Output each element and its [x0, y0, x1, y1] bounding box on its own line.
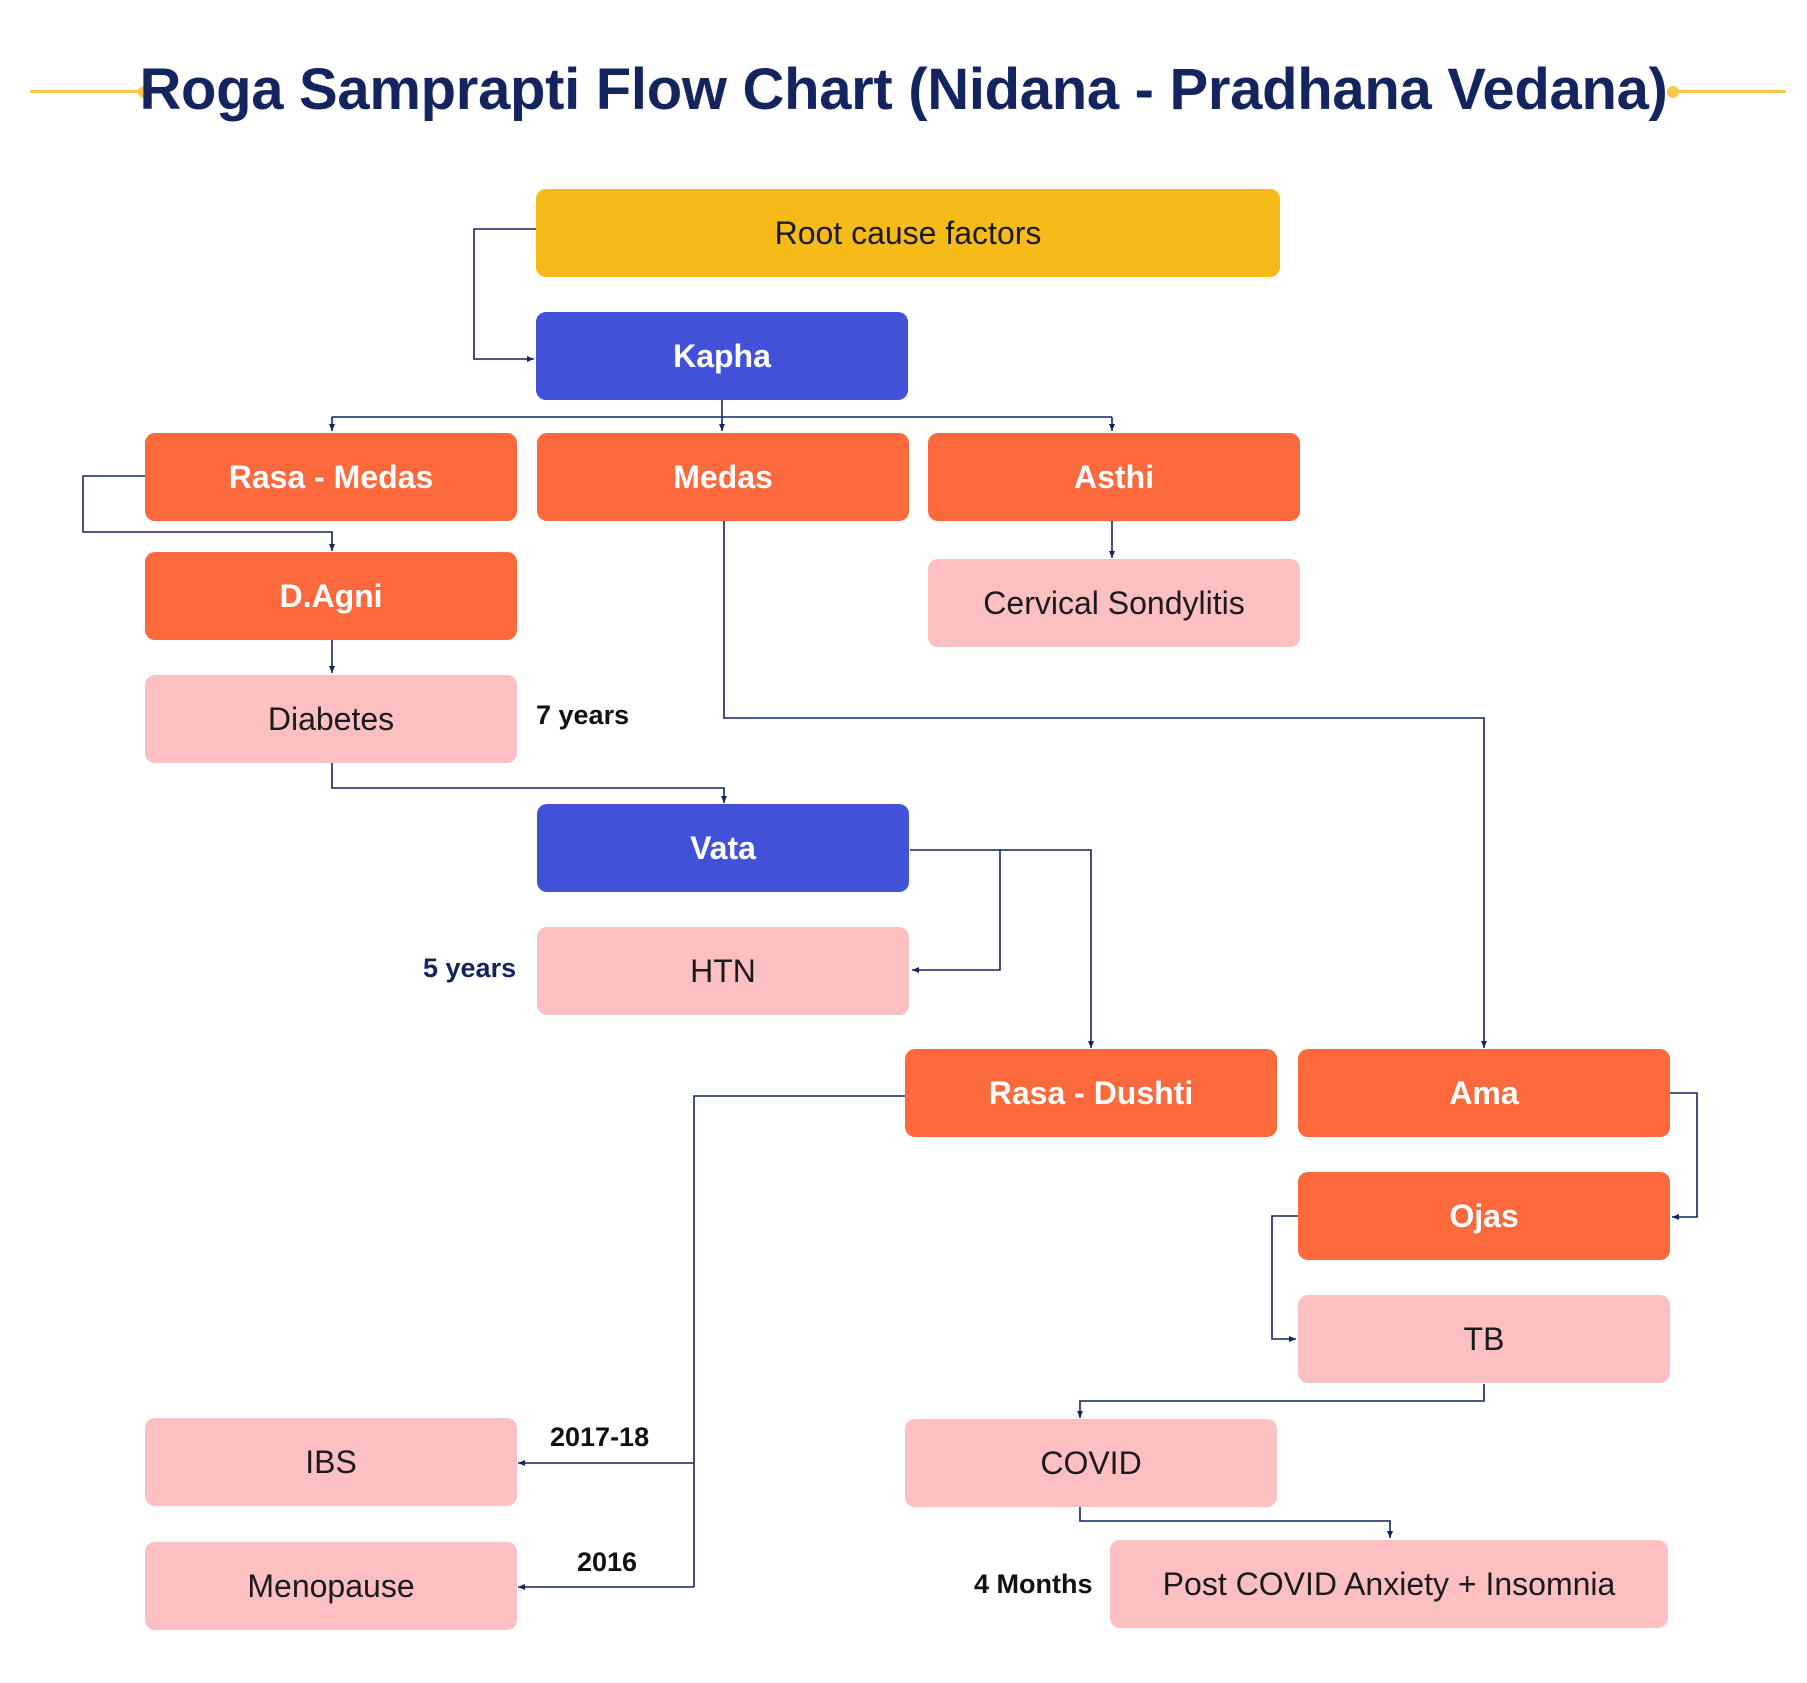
node-htn: HTN	[537, 927, 909, 1015]
node-asthi: Asthi	[928, 433, 1300, 521]
node-ojas: Ojas	[1298, 1172, 1670, 1260]
node-diabetes: Diabetes	[145, 675, 517, 763]
connector-diabetes-vata	[331, 763, 727, 803]
title-decoration-right-dot	[1667, 86, 1679, 98]
title-decoration-left	[30, 90, 142, 93]
connector-vata-rasadushti	[1000, 849, 1094, 1048]
node-dagni: D.Agni	[145, 552, 517, 640]
connector-vata-htn	[910, 849, 1001, 973]
title-decoration-left-dot	[138, 86, 150, 98]
node-cervical-spondylitis: Cervical Sondylitis	[928, 559, 1300, 647]
node-ibs: IBS	[145, 1418, 517, 1506]
node-medas: Medas	[537, 433, 909, 521]
connector-tb-covid	[1077, 1384, 1485, 1418]
connector-medas-ama	[723, 521, 1487, 1048]
label-post-covid-duration: 4 Months	[974, 1569, 1093, 1599]
node-menopause: Menopause	[145, 1542, 517, 1630]
connector-ama-ojas	[1670, 1092, 1698, 1220]
label-htn-duration: 5 years	[423, 953, 517, 983]
node-post-covid: Post COVID Anxiety + Insomnia	[1110, 1540, 1668, 1628]
label-menopause-year: 2016	[577, 1547, 638, 1577]
label-diabetes-duration: 7 years	[536, 700, 630, 730]
node-rasa-dushti: Rasa - Dushti	[905, 1049, 1277, 1137]
node-covid: COVID	[905, 1419, 1277, 1507]
connector-rasadushti-branch	[693, 1095, 905, 1587]
page-title: Roga Samprapti Flow Chart (Nidana - Prad…	[139, 57, 1668, 122]
connector-rasamedas-dagni	[82, 475, 335, 551]
node-ama: Ama	[1298, 1049, 1670, 1137]
node-root-cause-factors: Root cause factors	[536, 189, 1280, 277]
label-ibs-period: 2017-18	[550, 1422, 650, 1452]
node-tb: TB	[1298, 1295, 1670, 1383]
node-kapha: Kapha	[536, 312, 908, 400]
title-decoration-right	[1674, 90, 1786, 93]
connector-root-kapha	[473, 228, 536, 362]
node-rasa-medas: Rasa - Medas	[145, 433, 517, 521]
node-vata: Vata	[537, 804, 909, 892]
connector-covid-postcovid	[1079, 1507, 1393, 1538]
connector-ojas-tb	[1271, 1215, 1298, 1342]
